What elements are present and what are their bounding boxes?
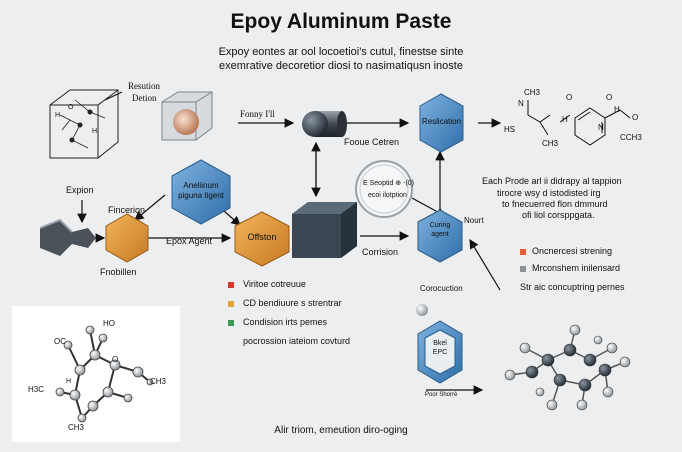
label-fincerion: Fincerion [108,205,146,215]
aluminum-hexagon [171,159,231,225]
legend-right-swatch-1 [520,249,526,255]
label-nourt: Nourt [464,216,484,225]
label-cube-h: H [55,112,61,119]
offston-hexagon [234,211,290,267]
legend-right-extra: Str aic concuptring pernes [520,282,625,292]
node-aluminum-line2: piguna tigent [178,191,224,200]
desc-line-3: to fnecuerred flon dmmurd [502,199,608,209]
label-corrision: Corrision [362,247,399,257]
small-sphere-icon [416,304,428,316]
legend-left-swatch-2 [228,301,234,307]
epc-hexagon-inner [424,329,456,375]
arrow-resution-line [104,91,123,101]
mol-h: H [66,378,72,385]
cylinder-icon [302,111,347,137]
chem-ring-o1: O [566,93,573,102]
legend-right-2: Mrconshem inilensard [532,263,621,273]
dark-block-icon [292,202,357,258]
label-resution: Resution [128,81,161,91]
seal-line-2: ecoi ilotption [368,192,407,199]
chem-ring-h: H [614,105,620,114]
desc-line-2: tirocre wsy d istodisted irg [497,188,601,198]
epox-agent-hexagon [105,213,149,263]
reslication-hexagon [419,93,464,153]
chem-top-n: N [518,99,524,108]
desc-line-1: Each Prode arl ii didrapy al tappion [482,176,622,186]
curing-agent-hexagon [417,209,463,263]
chem-top-h: H [562,115,568,124]
subtitle-line-1: Expoy eontes ar ool locoetioi's cutul, f… [218,46,464,58]
label-cube-o: O [68,104,74,111]
hex-top-label: Bkel [433,340,447,347]
cluster-molecule-icon [504,324,631,411]
chem-ring-o3: O [632,113,639,122]
desc-line-4: ofi liol corsppgata. [522,210,595,220]
node-curing-line2: agent [431,231,449,238]
seal-line-1: E Seoptid ⊕ -(0) [363,180,414,187]
legend-left-extra: pocrossion iateiom covturd [243,336,351,346]
wireframe-cube-icon [49,89,119,159]
chem-ring-o2: O [606,93,613,102]
legend-left-1: Viritoe cotreuue [243,279,306,289]
seal-icon [355,160,413,218]
label-foooe-cetren: Fooue Cetren [344,137,400,147]
subtitle-line-2: exemrative decoretior diosi to nasimatiq… [219,60,463,72]
node-reslication-label: Reslication [421,117,462,126]
structural-formula-icon [527,100,631,146]
arrow-molecule-to-curing [469,238,501,291]
footer-caption: Alir triom, emeution diro-oging [274,425,408,436]
arrow-aluminum-to-epox [134,194,166,221]
label-cube-h2: H [92,128,98,135]
chem-top-ch3b: CH3 [542,139,559,148]
legend-left-swatch-3 [228,320,234,326]
legend-right-1: Oncnercesi strening [532,246,613,256]
node-offston-label: Offston [247,232,277,242]
label-epox-agent: Epox Agent [166,236,213,246]
mol-ch3b: CH3 [68,423,85,432]
glass-cube-icon [161,91,213,141]
label-corocuction: Corocuction [420,284,463,293]
ball-stick-molecule-icon [55,325,154,423]
label-fonny: Fonny I'll [240,109,275,119]
node-aluminum-line1: Aneliinum [183,181,219,190]
mol-oc: OC [54,337,66,346]
mol-o: O [112,355,119,364]
mol-ch3a: CH3 [150,377,167,386]
mol-h3c: H3C [28,385,45,394]
page-title: Epoy Aluminum Paste [230,10,452,33]
chem-ring-n: N [598,123,604,132]
legend-left-2: CD bendiuure s strentrar [243,298,342,308]
mol-ho: HO [103,319,115,328]
arrows [77,91,502,395]
label-fnobillen: Fnobillen [100,267,137,277]
chem-ring-cch3: CCH3 [620,133,642,142]
chem-top-ch3: CH3 [524,88,541,97]
hex-mid-label: EPC [432,349,448,356]
label-expion: Expion [66,185,94,195]
chem-top-hs: HS [504,125,516,134]
clamp-icon [39,218,96,256]
legend-left-swatch-1 [228,282,234,288]
label-poor-shorte: Poor Shorrè [425,392,458,398]
legend-left-3: Condision irts pemes [243,317,328,327]
label-detion: Detion [132,93,157,103]
molecule-panel [12,306,180,442]
legend-right-swatch-2 [520,266,526,272]
node-curing-line1: Curing [429,222,451,229]
